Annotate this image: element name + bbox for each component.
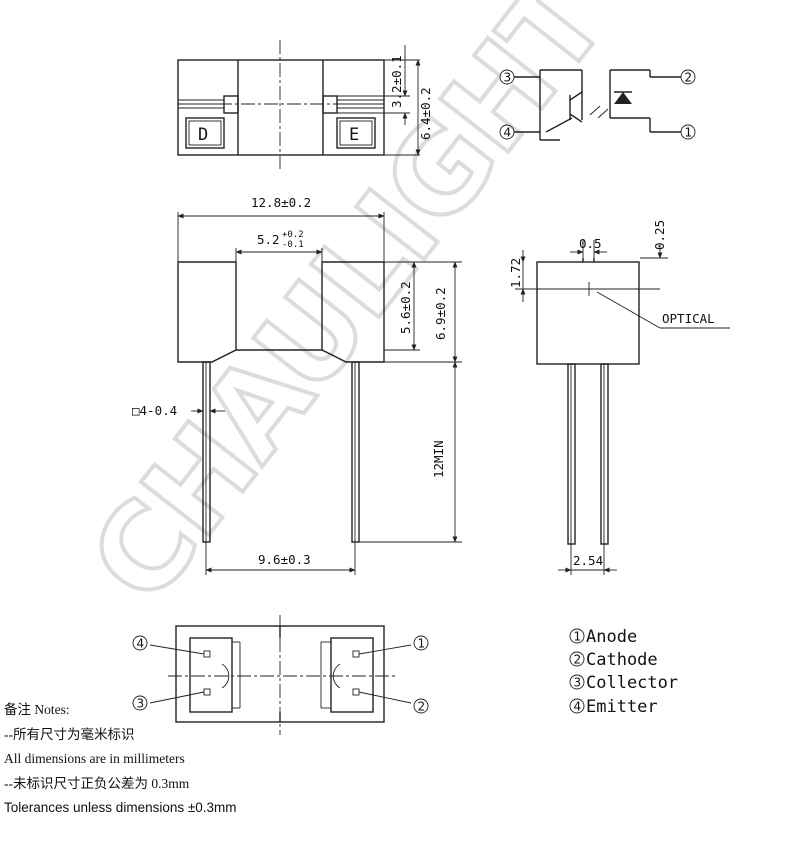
dim-width: 12.8±0.2 (251, 195, 311, 210)
legend-label-1: Anode (586, 627, 637, 647)
dim-total-height: 6.9±0.2 (433, 287, 448, 340)
bottom-pin-1: 1 (418, 637, 426, 651)
legend-num-4: 4 (574, 700, 582, 714)
dim-slot-tol-lower: -0.1 (282, 240, 304, 250)
schematic-pin-1: 1 (685, 126, 693, 140)
schematic-pin-4: 4 (504, 126, 512, 140)
schematic: 3 4 2 1 (499, 69, 696, 141)
top-view: D E 3.2±0.1 6.4±0.2 (177, 40, 433, 172)
dim-lead-length: 12MIN (431, 440, 446, 478)
bottom-pin-3: 3 (137, 697, 145, 711)
letter-e: E (349, 125, 359, 145)
dim-offset: 0.25 (652, 220, 667, 250)
notes-line2-en: Tolerances unless dimensions ±0.3mm (4, 800, 237, 815)
dim-side-pitch: 2.54 (573, 553, 603, 568)
dim-slot-tol-upper: +0.2 (282, 230, 304, 240)
dim-center: 1.72 (508, 258, 523, 288)
legend-label-3: Collector (586, 673, 678, 693)
dim-slot-top: 3.2±0.1 (389, 55, 404, 108)
legend-label-4: Emitter (586, 697, 658, 717)
watermark: CHAULIGHT (63, 0, 632, 627)
front-view: 12.8±0.2 5.2 +0.2 -0.1 5.6±0.2 6.9±0.2 □… (132, 195, 462, 575)
legend-num-2: 2 (574, 653, 582, 667)
legend-label-2: Cathode (586, 650, 658, 670)
letter-d: D (198, 125, 208, 145)
legend-num-1: 1 (574, 630, 582, 644)
side-view: 0.5 0.25 1.72 OPTICAL 2.54 (508, 220, 730, 575)
pin-legend: 1 Anode 2 Cathode 3 Collector 4 Emitter (569, 627, 678, 717)
schematic-pin-2: 2 (685, 71, 693, 85)
notes-line1-cn: --所有尺寸为毫米标识 (4, 726, 135, 742)
schematic-pin-3: 3 (504, 71, 512, 85)
dim-slot-width: 5.2 (257, 232, 280, 247)
notes-block: 备注 Notes: --所有尺寸为毫米标识 All dimensions are… (4, 698, 237, 821)
dim-height-top: 6.4±0.2 (418, 87, 433, 140)
bottom-pin-2: 2 (418, 700, 426, 714)
notes-line1-en: All dimensions are in millimeters (4, 751, 185, 766)
dim-body-height: 5.6±0.2 (398, 281, 413, 334)
dim-aperture: 0.5 (579, 236, 602, 251)
notes-title: 备注 Notes: (4, 702, 70, 717)
bottom-view: 4 3 1 2 (132, 615, 429, 735)
legend-num-3: 3 (574, 676, 582, 690)
notes-line2-cn: --未标识尺寸正负公差为 0.3mm (4, 775, 190, 791)
dim-lead-size: □4-0.4 (132, 403, 177, 418)
bottom-pin-4: 4 (137, 637, 145, 651)
optical-label: OPTICAL (662, 311, 715, 326)
dim-pitch: 9.6±0.3 (258, 552, 311, 567)
